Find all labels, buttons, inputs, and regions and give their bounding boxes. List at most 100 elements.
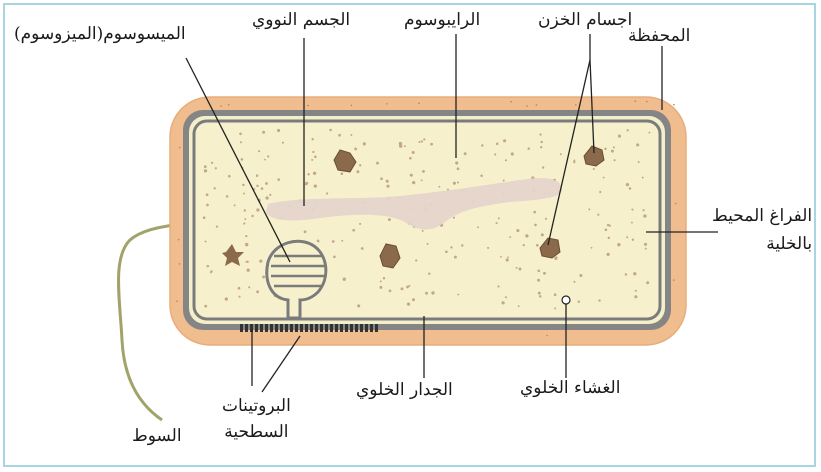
ribosome-dot [638,161,640,163]
capsule-dot [673,104,675,106]
ribosome-dot [410,174,413,177]
ribosome-dot [245,243,248,246]
ribosome-dot [609,225,611,227]
ribosome-dot [216,225,218,227]
ribosome-dot [554,307,556,309]
surface-protein [255,324,258,332]
label-periplasmic-space: الفراغ المحيط بالخلية [712,206,812,254]
ribosome-dot [256,185,258,187]
ribosome-dot [312,151,314,153]
ribosome-dot [225,297,228,300]
ribosome-dot [496,143,499,146]
ribosome-dot [211,162,213,164]
ribosome-dot [539,295,542,298]
ribosome-dot [631,222,633,224]
ribosome-dot [314,184,317,187]
surface-protein [270,324,273,332]
ribosome-dot [523,244,525,246]
ribosome-dot [573,161,575,163]
ribosome-dot [625,273,627,275]
ribosome-dot [438,186,440,188]
surface-protein [370,324,373,332]
capsule-dot [307,105,309,107]
ribosome-dot [359,164,361,166]
label-storage-bodies: اجسام الخزن [538,10,632,30]
ribosome-dot [244,218,246,220]
ribosome-dot [247,269,250,272]
ribosome-dot [503,179,505,181]
surface-protein [365,324,368,332]
ribosome-dot [496,222,498,224]
ribosome-dot [648,132,650,134]
ribosome-dot [354,147,357,150]
ribosome-dot [635,290,637,292]
ribosome-dot [481,144,483,146]
ribosome-dot [643,209,645,211]
ribosome-dot [329,129,332,132]
ribosome-dot [350,134,352,136]
ribosome-dot [445,250,448,253]
label-periplasmic-line2: بالخلية [712,234,812,254]
capsule-dot [635,100,637,102]
ribosome-dot [205,241,207,243]
label-capsule: المحفظة [628,26,690,46]
ribosome-dot [614,159,616,161]
surface-protein [290,324,293,332]
ribosome-dot [338,134,341,137]
ribosome-dot [207,265,210,268]
ribosome-dot [226,195,229,198]
ribosome-dot [541,233,544,236]
ribosome-dot [352,229,355,232]
ribosome-dot [554,257,557,260]
surface-protein [315,324,318,332]
ribosome-dot [386,185,389,188]
ribosome-dot [613,146,615,148]
ribosome-dot [540,146,542,148]
ribosome-dot [497,285,499,287]
ribosome-dot [239,132,242,135]
ribosome-dot [210,272,212,274]
surface-protein [310,324,313,332]
surface-protein [240,324,243,332]
ribosome-dot [247,261,249,263]
ribosome-dot [332,240,335,243]
ribosome-dot [626,183,629,186]
ribosome-dot [277,129,280,132]
ribosome-dot [238,287,241,290]
ribosome-dot [422,170,425,173]
ribosome-dot [361,247,364,250]
surface-protein [355,324,358,332]
ribosome-dot [341,240,343,242]
ribosome-dot [597,214,599,216]
surface-protein [280,324,283,332]
ribosome-dot [258,150,260,152]
ribosome-dot [646,281,649,284]
ribosome-dot [537,279,540,282]
ribosome-dot [533,211,536,214]
ribosome-dot [506,258,509,261]
ribosome-dot [457,294,459,296]
capsule-dot [179,147,181,149]
ribosome-dot [307,173,309,175]
surface-protein [360,324,363,332]
ribosome-dot [632,239,634,241]
surface-protein [325,324,328,332]
ribosome-dot [412,151,415,154]
surface-protein [340,324,343,332]
ribosome-dot [404,145,406,147]
ribosome-dot [243,193,245,195]
surface-protein [345,324,348,332]
ribosome-dot [421,179,423,181]
label-cell-wall: الجدار الخلوي [356,380,453,400]
label-periplasmic-line1: الفراغ المحيط [712,206,812,226]
capsule-dot [220,105,222,107]
ribosome-dot [636,143,639,146]
ribosome-dot [593,168,595,170]
ribosome-dot [539,133,541,135]
capsule-dot [536,104,538,106]
ribosome-dot [603,177,605,179]
ribosome-dot [248,286,250,288]
ribosome-dot [262,131,265,134]
ribosome-dot [383,277,385,279]
surface-protein [300,324,303,332]
